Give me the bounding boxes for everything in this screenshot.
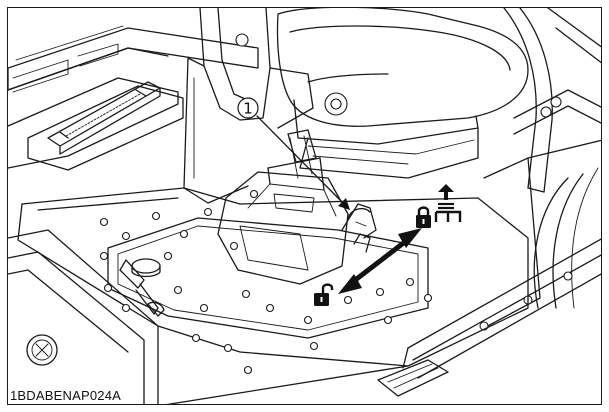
figure-frame: 1 1BDA — [7, 7, 602, 405]
spring-component — [47, 81, 161, 155]
double-headed-arrow-icon — [338, 228, 422, 294]
floor-deck — [17, 187, 529, 404]
callout-marker: 1 — [237, 97, 350, 210]
left-lever — [119, 258, 165, 317]
seat-slide-up-icon — [434, 184, 462, 222]
centre-cover — [217, 129, 349, 285]
callout-arrowhead — [338, 198, 350, 210]
bottom-pedal — [377, 347, 449, 397]
right-fender — [407, 139, 601, 379]
lower-left-step — [8, 229, 159, 404]
tractor-floor-illustration: 1 — [8, 8, 601, 404]
seat — [276, 8, 529, 179]
figure-code: 1BDABENAP024A — [10, 388, 121, 403]
padlock-closed-icon — [416, 206, 431, 228]
bolt-holes — [99, 189, 433, 375]
padlock-open-icon — [314, 283, 334, 306]
roll-bar — [503, 8, 601, 193]
left-side-panel — [8, 25, 259, 171]
seat-lock-lever — [341, 203, 377, 253]
callout-number: 1 — [243, 100, 253, 118]
